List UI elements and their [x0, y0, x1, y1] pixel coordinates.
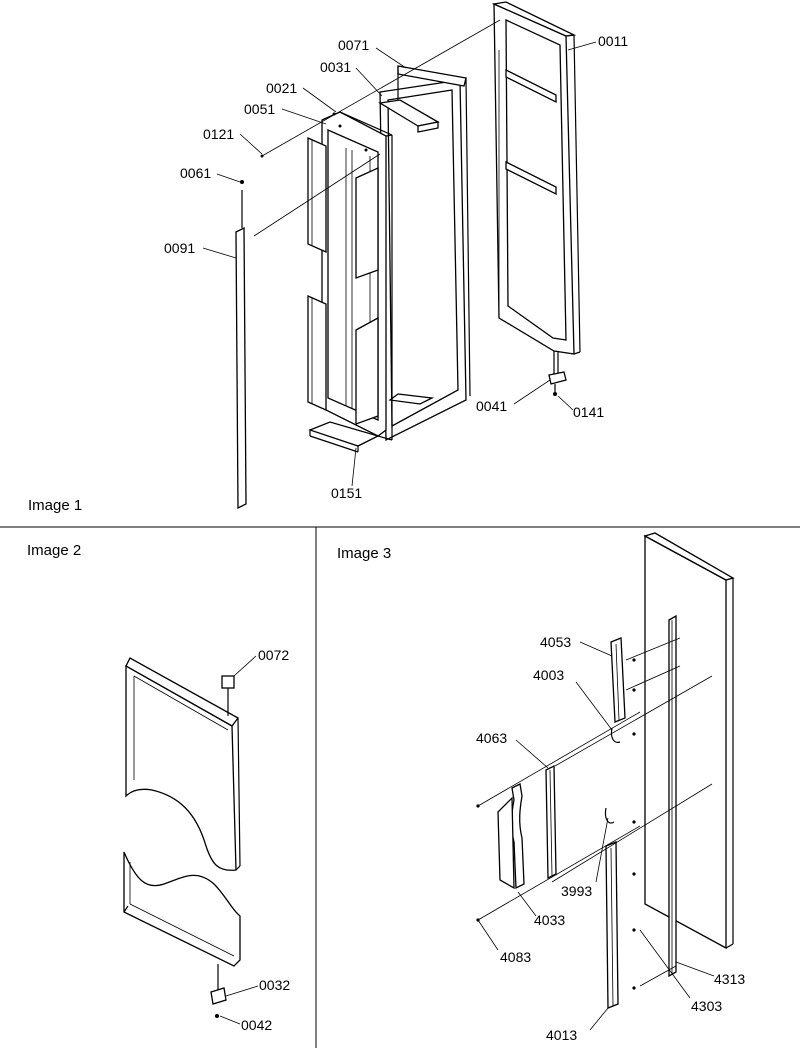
door-handle	[235, 180, 247, 510]
panel-title-3: Image 3	[337, 545, 391, 562]
image-2-door-detail	[123, 657, 241, 1018]
callout-0061: 0061	[180, 165, 211, 181]
panel-title-2: Image 2	[27, 542, 81, 559]
callout-4033: 4033	[534, 912, 565, 928]
image-3-leaders	[477, 641, 715, 1031]
upper-shelf-support	[610, 637, 626, 723]
callout-4313: 4313	[714, 971, 745, 987]
callout-0041: 0041	[476, 398, 507, 414]
callout-4063: 4063	[476, 730, 507, 746]
liner-screws	[332, 112, 368, 152]
callout-3993: 3993	[561, 883, 592, 899]
bottom-trim-bar	[388, 393, 435, 405]
callout-0021: 0021	[266, 80, 297, 96]
door-gasket	[379, 65, 471, 442]
callout-0151: 0151	[331, 485, 362, 501]
image-1-leaders	[202, 41, 597, 487]
callout-0091: 0091	[164, 240, 195, 256]
inner-door-liner	[307, 111, 393, 453]
bottom-hinge-pin	[548, 371, 567, 396]
callout-4003: 4003	[533, 667, 564, 683]
image-3-screws	[476, 658, 636, 990]
vertical-rail	[668, 614, 677, 978]
callout-0011: 0011	[598, 33, 628, 49]
callout-4053: 4053	[540, 634, 571, 650]
callout-0032: 0032	[259, 977, 290, 993]
panel-title-1: Image 1	[28, 497, 82, 514]
callout-0072: 0072	[258, 647, 289, 663]
image-1-door-assembly	[235, 1, 581, 510]
callout-0141: 0141	[573, 404, 604, 420]
image-2-leaders	[219, 655, 259, 1025]
callout-0051: 0051	[244, 101, 275, 117]
callout-0042: 0042	[241, 1017, 272, 1033]
callout-0121: 0121	[203, 126, 234, 142]
outer-door-panel	[491, 1, 581, 380]
callout-4303: 4303	[691, 998, 722, 1014]
callout-0071: 0071	[338, 37, 369, 53]
cabinet-side-wall	[644, 534, 727, 950]
image-3-liner-assembly	[476, 532, 735, 1009]
callout-4083: 4083	[500, 949, 531, 965]
callout-0031: 0031	[320, 59, 351, 75]
callout-4013: 4013	[546, 1027, 577, 1043]
